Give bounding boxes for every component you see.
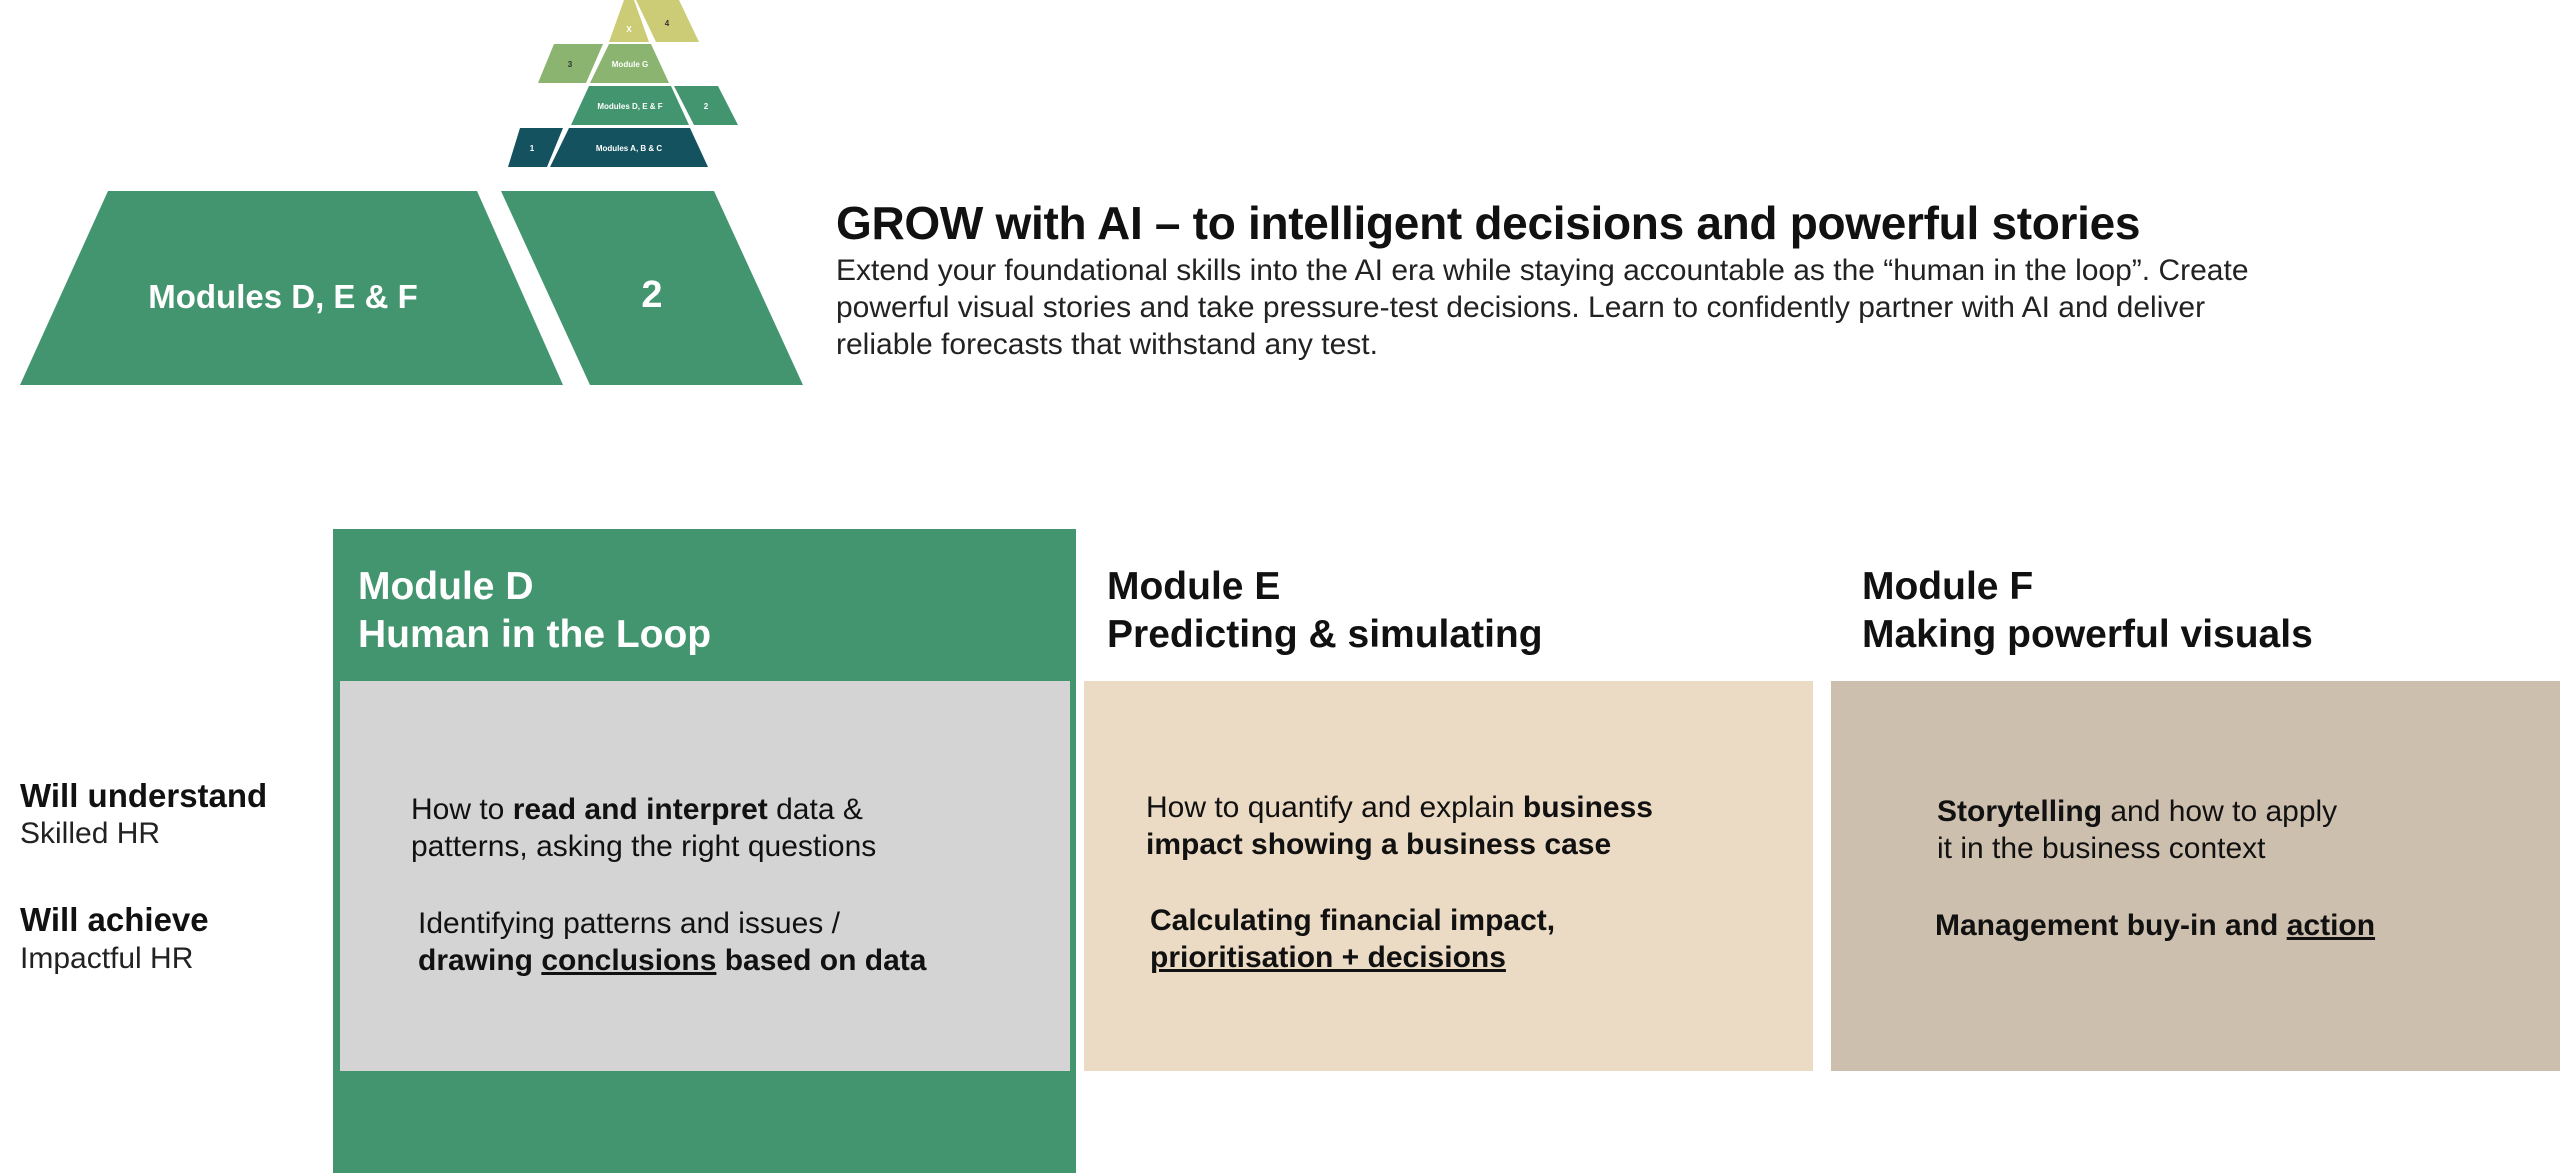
text: it in the business context xyxy=(1937,832,2266,865)
text: data & xyxy=(767,793,863,826)
text-bold: based on data xyxy=(716,944,927,977)
pyramid-level-g xyxy=(590,44,669,83)
text-bold: read and interpret xyxy=(512,793,768,826)
module-d-box xyxy=(340,681,1070,1071)
module-e-understand: How to quantify and explain business imp… xyxy=(1146,789,1653,863)
highlight-trapezoid xyxy=(20,191,563,385)
pyramid-side-2 xyxy=(674,86,738,125)
module-f-box xyxy=(1831,681,2560,1071)
module-e-name: Module E xyxy=(1107,565,1281,608)
text: and how to apply xyxy=(2102,795,2338,828)
highlight-label: Modules D, E & F xyxy=(148,278,418,315)
pyramid-side-4 xyxy=(636,0,699,42)
pyramid-num-3: 3 xyxy=(568,60,573,69)
text-bold: Storytelling xyxy=(1937,795,2103,828)
text-bold: Management buy-in and xyxy=(1935,909,2287,942)
page-title: GROW with AI – to intelligent decisions … xyxy=(836,197,2141,249)
text-bold: drawing xyxy=(418,944,542,977)
pyramid-label-x: X xyxy=(626,25,632,34)
module-f-understand: Storytelling and how to apply it in the … xyxy=(1937,793,2337,867)
module-f-subtitle: Making powerful visuals xyxy=(1862,613,2313,656)
pyramid-level-abc xyxy=(550,128,708,167)
pyramid-num-4: 4 xyxy=(665,19,670,28)
module-d-name: Module D xyxy=(358,565,534,608)
row-understand-sub: Skilled HR xyxy=(20,817,161,850)
text: How to quantify and explain xyxy=(1146,791,1523,824)
module-e-subtitle: Predicting & simulating xyxy=(1107,613,1543,656)
text: patterns, asking the right questions xyxy=(411,830,877,863)
pyramid-top-x xyxy=(609,0,649,42)
pyramid-side-3 xyxy=(538,44,603,83)
pyramid-num-2: 2 xyxy=(704,102,709,111)
row-achieve-title: Will achieve xyxy=(20,901,209,938)
pyramid-num-1: 1 xyxy=(530,144,535,153)
highlight-number: 2 xyxy=(641,274,662,316)
text-bold: impact showing a business case xyxy=(1146,828,1612,861)
text-bold: business xyxy=(1522,791,1653,824)
module-f-heading: Module F Making powerful visuals xyxy=(1862,563,2313,659)
module-e-box xyxy=(1084,681,1813,1071)
module-e-achieve: Calculating financial impact, prioritisa… xyxy=(1150,902,1555,976)
pyramid-side-1 xyxy=(508,128,563,167)
module-d-heading: Module D Human in the Loop xyxy=(358,563,711,659)
text-underlined: conclusions xyxy=(541,944,717,977)
module-e-heading: Module E Predicting & simulating xyxy=(1107,563,1543,659)
pyramid-label-g: Module G xyxy=(612,60,648,69)
text-underlined: prioritisation + decisions xyxy=(1150,941,1506,974)
pyramid-label-abc: Modules A, B & C xyxy=(596,144,663,153)
text-bold: Calculating financial impact, xyxy=(1150,904,1556,937)
module-f-achieve: Management buy-in and action xyxy=(1935,907,2375,944)
highlight-parallelogram xyxy=(501,191,803,385)
module-d-achieve: Identifying patterns and issues / drawin… xyxy=(418,905,926,979)
module-f-name: Module F xyxy=(1862,565,2034,608)
intro-paragraph: Extend your foundational skills into the… xyxy=(836,254,2249,361)
pyramid-label-def: Modules D, E & F xyxy=(597,102,662,111)
text: How to xyxy=(411,793,513,826)
text: Identifying patterns and issues / xyxy=(418,907,840,940)
row-understand-title: Will understand xyxy=(20,777,268,814)
module-d-subtitle: Human in the Loop xyxy=(358,613,712,656)
module-d-understand: How to read and interpret data & pattern… xyxy=(411,791,876,865)
row-achieve-sub: Impactful HR xyxy=(20,942,194,975)
pyramid-level-def xyxy=(571,86,689,125)
text-underlined: action xyxy=(2286,909,2376,942)
